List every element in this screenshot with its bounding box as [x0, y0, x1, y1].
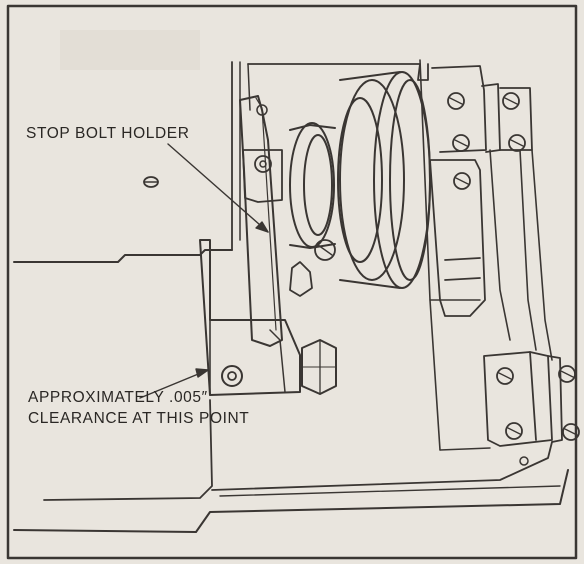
holder-screw — [254, 155, 272, 173]
base-screw — [519, 456, 529, 466]
base-plate-ledge — [219, 485, 561, 497]
enclosure-right-wall — [247, 63, 251, 111]
holder-top-block — [242, 149, 283, 203]
base-plate-ledge — [211, 441, 553, 491]
bearing-block — [429, 159, 486, 317]
pulley-set-screw — [314, 239, 336, 261]
smudge — [60, 30, 200, 70]
clearance-label-line2: CLEARANCE AT THIS POINT — [28, 410, 250, 427]
rail — [489, 149, 511, 341]
stop-bolt-screw — [221, 365, 243, 387]
leader-arrow-clearance — [139, 368, 209, 399]
base-plate-outer — [13, 469, 569, 533]
figure-border — [6, 4, 578, 560]
upper-hinge — [431, 65, 533, 153]
base-plate-ledge — [439, 447, 491, 451]
lower-bracket — [199, 239, 301, 396]
set-screw-shaft — [289, 261, 313, 297]
top-screw — [256, 104, 268, 116]
clearance-label: APPROXIMATELY .005″ CLEARANCE AT THIS PO… — [28, 387, 249, 429]
clearance-label-line1: APPROXIMATELY .005″ — [28, 389, 208, 406]
stop-bolt-holder-label: STOP BOLT HOLDER — [26, 125, 190, 142]
lower-hinge — [483, 351, 580, 447]
rail — [519, 149, 537, 351]
stop-bolt-holder — [239, 95, 283, 347]
panel-screw — [143, 176, 159, 188]
pulley — [289, 71, 431, 289]
rail — [531, 149, 553, 361]
leader-arrow-stop-bolt — [167, 143, 269, 233]
left-panel-step — [13, 249, 233, 263]
enclosure-top — [247, 63, 429, 81]
base-plate-inner — [43, 399, 213, 501]
